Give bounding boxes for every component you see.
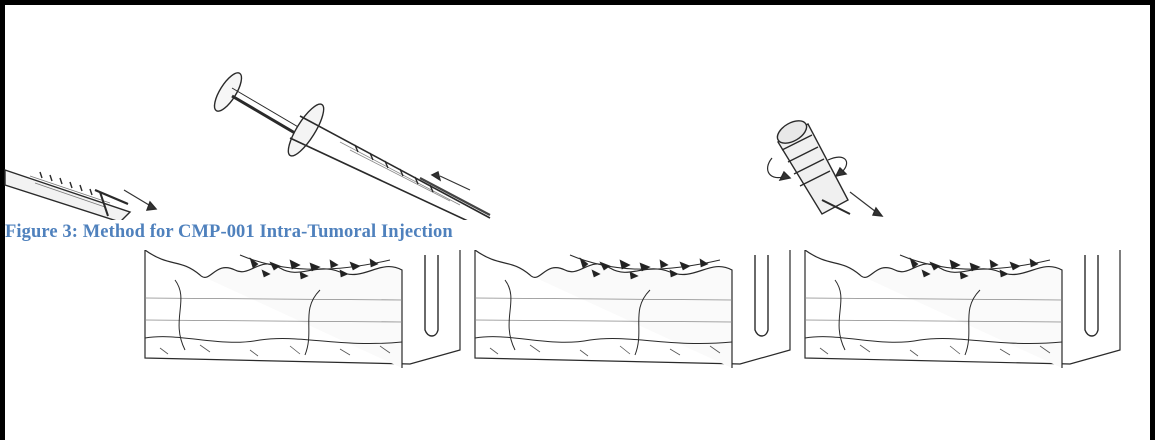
needle-attachment-illustration [768,116,882,216]
skin-cross-section-2 [470,250,800,370]
syringe-illustrations [0,0,1155,220]
figure-caption: Figure 3: Method for CMP-001 Intra-Tumor… [5,222,453,243]
syringe-filling-illustration [5,170,156,220]
skin-cross-section-3 [800,250,1130,370]
syringe-plunger-illustration [210,69,490,220]
skin-cross-section-1 [140,250,470,370]
